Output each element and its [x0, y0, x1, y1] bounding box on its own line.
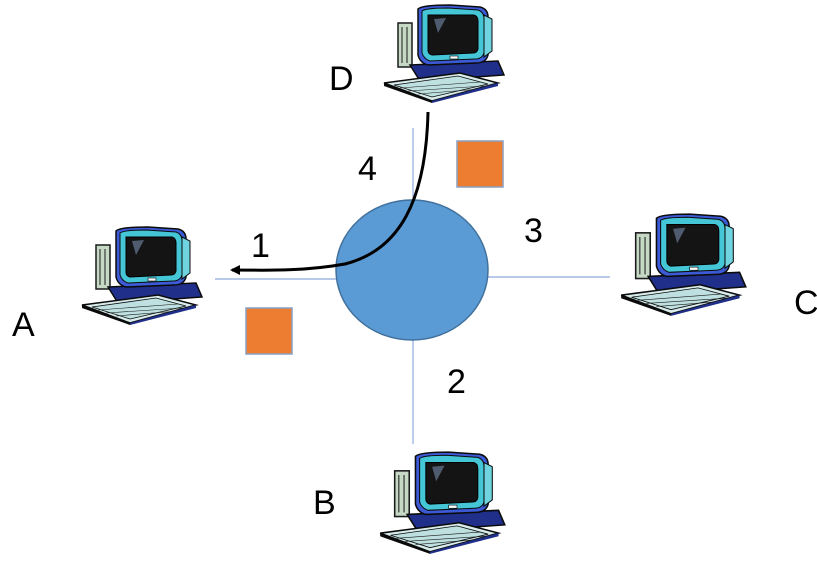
node-label-c: C — [794, 284, 817, 322]
node-label-a: A — [12, 306, 35, 344]
node-label-b: B — [313, 484, 336, 522]
packet-near-a — [245, 307, 293, 355]
node-label-d: D — [329, 60, 354, 98]
flow-arrow-d-to-a — [230, 111, 430, 276]
port-label-4: 4 — [358, 150, 377, 188]
computer-c-icon — [620, 213, 747, 316]
computer-a-icon — [81, 226, 203, 325]
computer-d-icon — [383, 4, 505, 103]
computer-b-icon — [379, 451, 506, 554]
port-label-2: 2 — [447, 363, 466, 401]
packet-near-d — [456, 140, 504, 188]
port-label-3: 3 — [524, 212, 543, 250]
port-label-1: 1 — [251, 227, 270, 265]
hub — [335, 199, 489, 341]
